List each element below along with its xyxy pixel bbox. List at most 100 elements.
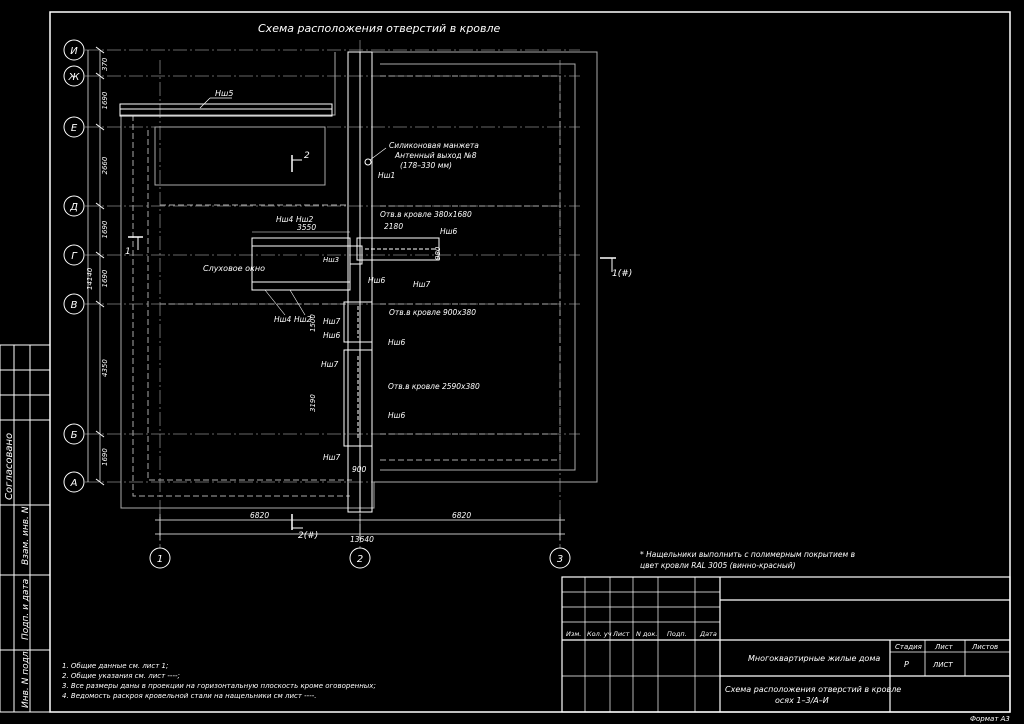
stamp-title-2: осях 1–3/А–И	[775, 696, 829, 705]
stamp-col-sheet: Лист	[934, 643, 954, 651]
label-nsh1: Нш1	[378, 171, 395, 180]
axis-bubble-7	[63, 423, 85, 445]
label-nsh6-c: Нш6	[323, 331, 341, 340]
antenna-marker	[364, 158, 372, 166]
axis-number-3: 3	[557, 554, 563, 565]
axis-letter-5: Г	[71, 251, 78, 262]
dim-tick	[95, 430, 105, 438]
axis-bubble-4	[63, 195, 85, 217]
leader-nsh4-bottom	[264, 289, 286, 316]
drawing-title: Схема расположения отверстий в кровле	[258, 22, 501, 35]
note-2: 2. Общие указания см. лист ----;	[62, 672, 180, 680]
dim-left-4: 1690	[101, 220, 109, 238]
side-label-inv: Инв. N подл.	[21, 649, 31, 708]
label-section-2ref: 2(#)	[298, 531, 318, 541]
dim-total-left: 14140	[86, 267, 94, 290]
dim-tick	[95, 251, 105, 259]
axis-letter-3: Е	[71, 123, 78, 134]
label-nsh4-top: Нш4	[276, 215, 294, 224]
dim-tick	[95, 478, 105, 486]
axis-bubble-2	[63, 65, 85, 87]
stamp-h-kol: Кол. уч	[587, 630, 612, 638]
sheet-frame	[49, 11, 1011, 713]
roof-outline	[120, 51, 598, 509]
axis-number-2: 2	[357, 554, 363, 565]
label-nsh7-d: Нш7	[323, 453, 341, 462]
dim-left-1: 370	[101, 57, 109, 71]
dim-tick	[95, 46, 105, 54]
dim-bottom-2: 6820	[452, 511, 471, 520]
label-section-2: 2	[304, 151, 310, 161]
side-label-agreed: Согласовано	[4, 433, 15, 500]
stamp-col-sheets: Листов	[971, 643, 998, 651]
label-range: (178–330 мм)	[400, 161, 452, 170]
axis-number-1: 1	[157, 554, 163, 565]
label-nsh5: Нш5	[215, 89, 233, 98]
axis-letter-2: Ж	[68, 72, 81, 83]
note-4: 4. Ведомость раскроя кровельной стали на…	[62, 692, 316, 700]
axis-letter-6: В	[71, 300, 78, 311]
axis-number-bubble-1	[149, 547, 171, 569]
dim-3550: 3550	[297, 223, 316, 232]
leader-antenna	[369, 147, 387, 161]
stamp-col-stage: Стадия	[895, 643, 922, 651]
axis-number-bubble-2	[349, 547, 371, 569]
stamp-h-ndok: N док.	[636, 630, 657, 638]
dim-left-5: 1690	[101, 269, 109, 287]
stamp-stage: Р	[904, 660, 909, 669]
label-silicone: Силиконовая манжета	[389, 141, 479, 150]
label-nsh7-b: Нш7	[323, 317, 341, 326]
axis-bubble-5	[63, 244, 85, 266]
dim-bottom-total: 13640	[350, 535, 374, 544]
label-section-1ref: 1(#)	[612, 269, 632, 279]
nsh5-beam	[119, 103, 333, 117]
section-marker-1-right	[600, 257, 616, 272]
dim-3190: 3190	[309, 394, 317, 412]
axis-bubble-1	[63, 39, 85, 61]
label-hole1: Отв.в кровле 380х1680	[380, 210, 472, 219]
axis-letter-4: Д	[69, 202, 78, 213]
hole-3	[343, 349, 373, 447]
dim-chain-left	[87, 50, 101, 482]
note-star-1: * Нащельники выполнить с полимерным покр…	[640, 550, 855, 559]
dim-980: 980	[434, 246, 442, 260]
label-section-1: 1	[125, 247, 131, 257]
stamp-title-1: Схема расположения отверстий в кровле	[725, 685, 901, 694]
leader-nsh2-bottom	[289, 289, 306, 316]
stamp-project: Многоквартирные жилые дома	[748, 654, 880, 663]
dim-tick	[95, 123, 105, 131]
hole-2	[343, 301, 373, 343]
dim-1500: 1500	[309, 314, 317, 332]
dim-2180: 2180	[384, 222, 403, 231]
label-skylight: Слуховое окно	[203, 264, 265, 273]
dim-chain-bottom	[155, 514, 565, 540]
label-nsh6-b: Нш6	[368, 276, 386, 285]
label-nsh6-a: Нш6	[440, 227, 458, 236]
sheet-format: Формат А3	[970, 715, 1010, 723]
stamp-h-izm: Изм.	[566, 630, 581, 638]
axis-letter-8: А	[70, 478, 78, 489]
axis-number-bubble-3	[549, 547, 571, 569]
side-label-sign: Подп. и дата	[21, 579, 31, 640]
label-hole3: Отв.в кровле 2590х380	[388, 382, 480, 391]
dim-900: 900	[352, 465, 367, 474]
hole-1	[356, 237, 440, 261]
stamp-h-podp: Подп.	[667, 630, 687, 638]
label-nsh2-bottom: Нш2	[294, 315, 312, 324]
axis-letter-7: Б	[71, 430, 78, 441]
dim-bottom-1: 6820	[250, 511, 269, 520]
side-strip	[0, 344, 51, 713]
note-star-2: цвет кровли RAL 3005 (винно-красный)	[640, 561, 796, 570]
dim-tick	[95, 72, 105, 80]
note-1: 1. Общие данные см. лист 1;	[62, 662, 168, 670]
label-nsh6-d: Нш6	[388, 338, 406, 347]
note-3: 3. Все размеры даны в проекции на горизо…	[62, 682, 376, 690]
stamp-h-list: Лист	[612, 630, 630, 638]
dim-left-6: 4350	[101, 359, 109, 377]
label-nsh3: Нш3	[323, 256, 339, 264]
section-marker-2	[291, 155, 302, 172]
skylight-box	[251, 237, 363, 291]
